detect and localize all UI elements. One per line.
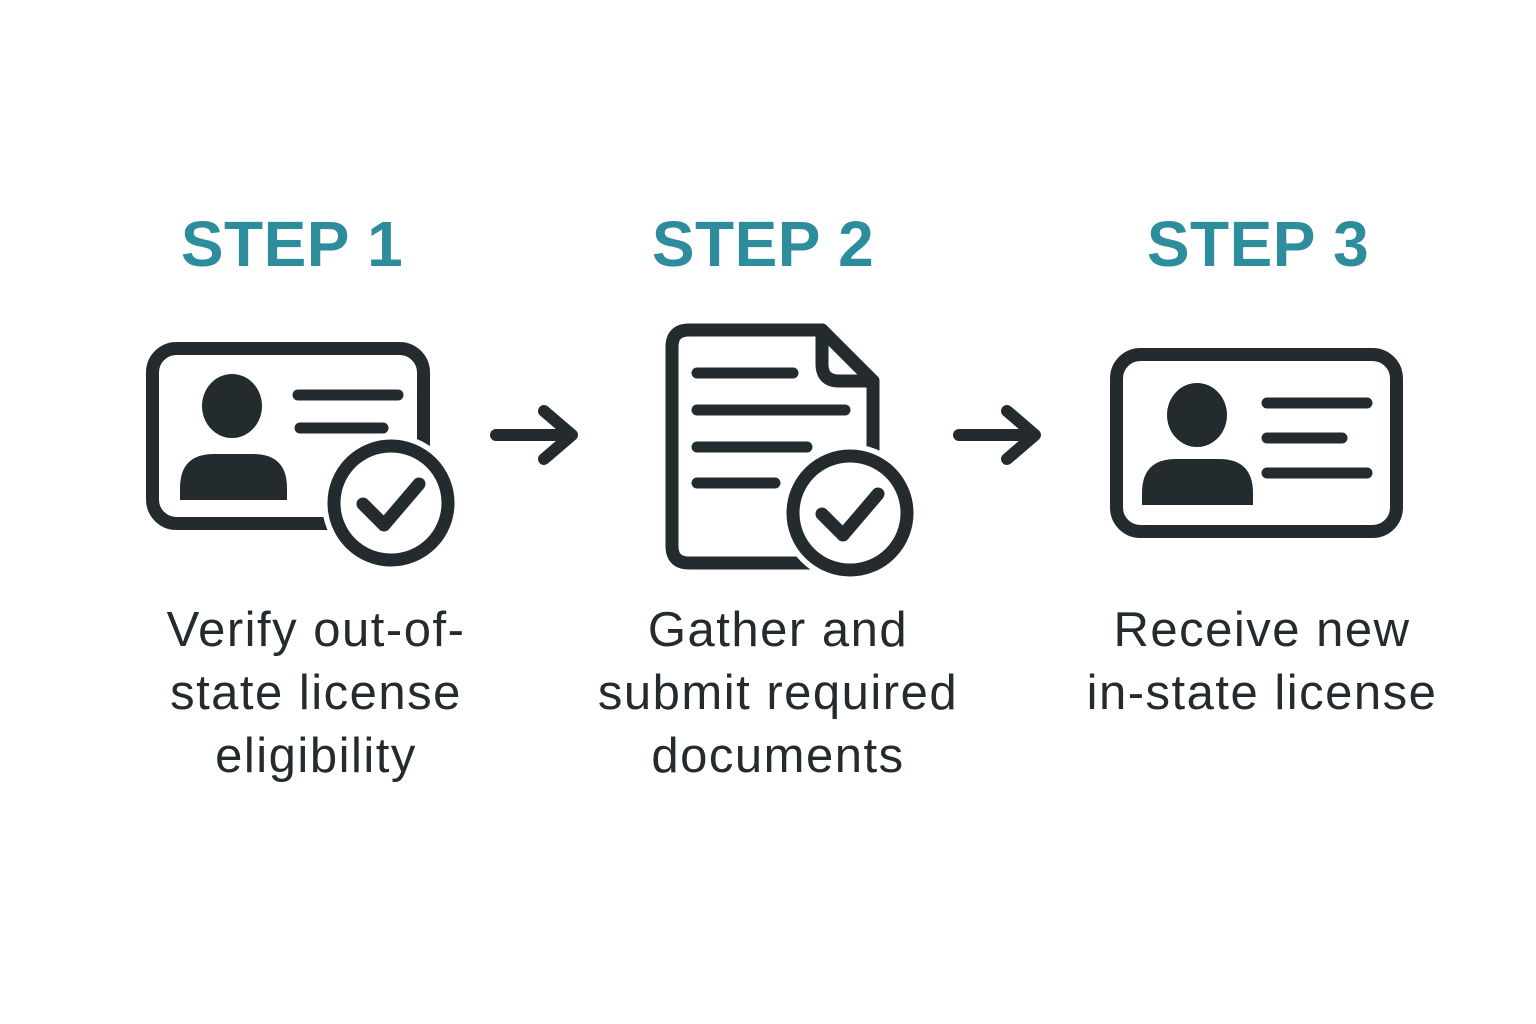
step-2-heading: STEP 2 — [651, 208, 875, 280]
step-1-caption: Verify out-of- state license eligibility — [86, 599, 546, 788]
caption-line: state license — [170, 666, 462, 720]
step-3-heading: STEP 3 — [1146, 208, 1370, 280]
caption-line: Verify out-of- — [166, 603, 466, 657]
id-card-check-icon — [146, 342, 460, 577]
arrow-right-icon — [953, 403, 1053, 472]
caption-line: documents — [651, 729, 905, 783]
caption-line: Receive new — [1113, 603, 1411, 657]
caption-line: submit required — [597, 666, 959, 720]
step-2-caption: Gather and submit required documents — [548, 599, 1008, 788]
step-3-caption: Receive new in-state license — [1032, 599, 1492, 725]
step-1-heading: STEP 1 — [180, 208, 404, 280]
id-card-icon — [1110, 348, 1405, 545]
caption-line: eligibility — [215, 729, 417, 783]
arrow-right-icon — [490, 403, 590, 472]
document-check-icon — [662, 322, 932, 589]
caption-line: Gather and — [647, 603, 909, 657]
caption-line: in-state license — [1086, 666, 1438, 720]
